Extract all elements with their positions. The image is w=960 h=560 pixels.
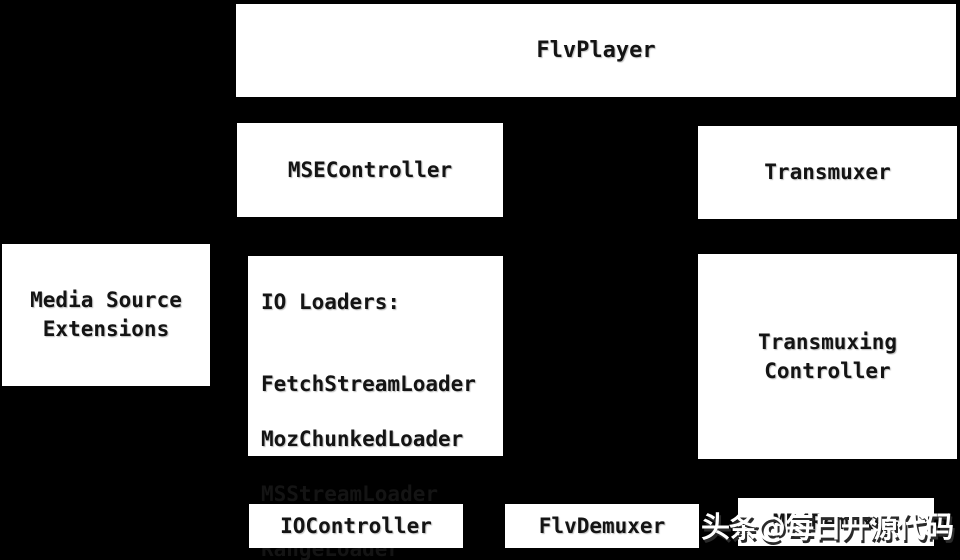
node-mse-controller: MSEController — [237, 123, 503, 217]
node-io-loaders: IO Loaders: FetchStreamLoader MozChunked… — [248, 256, 503, 560]
node-flvplayer: FlvPlayer — [236, 4, 956, 97]
io-loader-item: MozChunkedLoader — [261, 427, 464, 451]
node-flv-demuxer: FlvDemuxer — [505, 504, 699, 548]
node-mp4-remuxer: MP4Remuxer — [738, 498, 934, 546]
io-loader-item: MSStreamLoader — [261, 482, 439, 506]
io-loader-item: FetchStreamLoader — [261, 372, 476, 396]
node-io-controller: IOController — [249, 504, 463, 548]
node-media-source-extensions: Media Source Extensions — [2, 244, 210, 386]
node-transmuxing-controller: Transmuxing Controller — [698, 254, 957, 459]
node-transmuxer: Transmuxer — [698, 126, 957, 219]
watermark: 头条@每日开源代码 — [701, 510, 954, 544]
io-loaders-title: IO Loaders: — [261, 289, 401, 314]
